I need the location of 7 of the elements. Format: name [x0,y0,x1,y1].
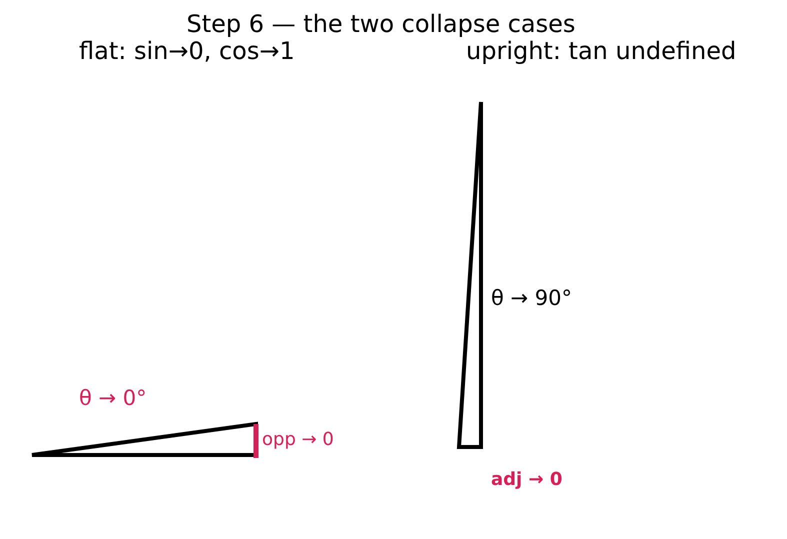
side-label: opp → 0 [262,430,334,451]
panel-heading: upright: tan undefined [466,38,736,66]
angle-label: θ → 0° [79,386,147,410]
diagram-title: Step 6 — the two collapse cases [186,11,576,39]
panel-heading: flat: sin→0, cos→1 [79,38,295,66]
side-label: adj → 0 [491,470,562,491]
angle-label: θ → 90° [491,286,572,310]
